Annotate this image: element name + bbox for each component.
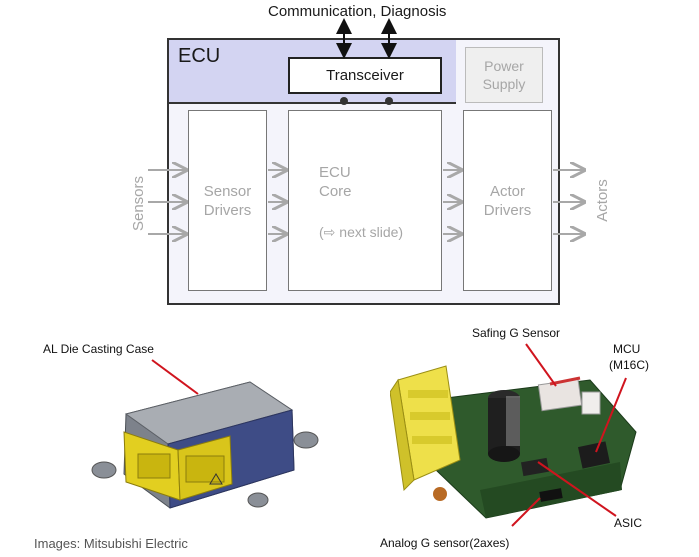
ecu-label: ECU (178, 45, 221, 67)
sensor-drivers-box: Sensor Drivers (188, 110, 267, 291)
communication-diagnosis-label: Communication, Diagnosis (268, 3, 447, 20)
ecu-core-box: ECU Core (⇨ next slide) (288, 110, 442, 291)
image-credit: Images: Mitsubishi Electric (34, 536, 188, 551)
power-supply-line2: Supply (482, 76, 526, 92)
diagram-arrows (148, 18, 699, 310)
mcu-label-line2: (M16C) (609, 358, 650, 372)
safing-g-sensor-label: Safing G Sensor (472, 326, 561, 340)
actor-drivers-line2: Drivers (483, 201, 532, 219)
sensor-input-arrows (148, 170, 584, 234)
left-caption: AL Die Casting Case (43, 342, 154, 356)
sensor-drivers-line1: Sensor (203, 182, 252, 200)
power-supply-line1: Power (484, 58, 524, 74)
asic-label: ASIC (614, 516, 643, 530)
transceiver-box: Transceiver (288, 57, 442, 94)
transceiver-label: Transceiver (326, 67, 404, 84)
ecu-band-divider (167, 102, 456, 104)
ecu-core-line2: Core (319, 183, 352, 200)
actor-drivers-box: Actor Drivers (463, 110, 552, 291)
actor-drivers-line1: Actor (489, 182, 525, 200)
sensor-drivers-line2: Drivers (203, 201, 252, 219)
transceiver-core-links (340, 97, 393, 105)
ecu-core-note: (⇨ next slide) (319, 224, 404, 240)
die-casting-case-image (91, 359, 319, 509)
analog-g-sensor-label: Analog G sensor(2axes) (380, 536, 510, 550)
power-supply-box: Power Supply (465, 47, 543, 103)
ecu-core-line1: ECU (319, 164, 351, 181)
communication-arrows (336, 18, 397, 59)
ecu-pcb-image (390, 343, 637, 527)
mcu-label-line1: MCU (613, 342, 641, 356)
